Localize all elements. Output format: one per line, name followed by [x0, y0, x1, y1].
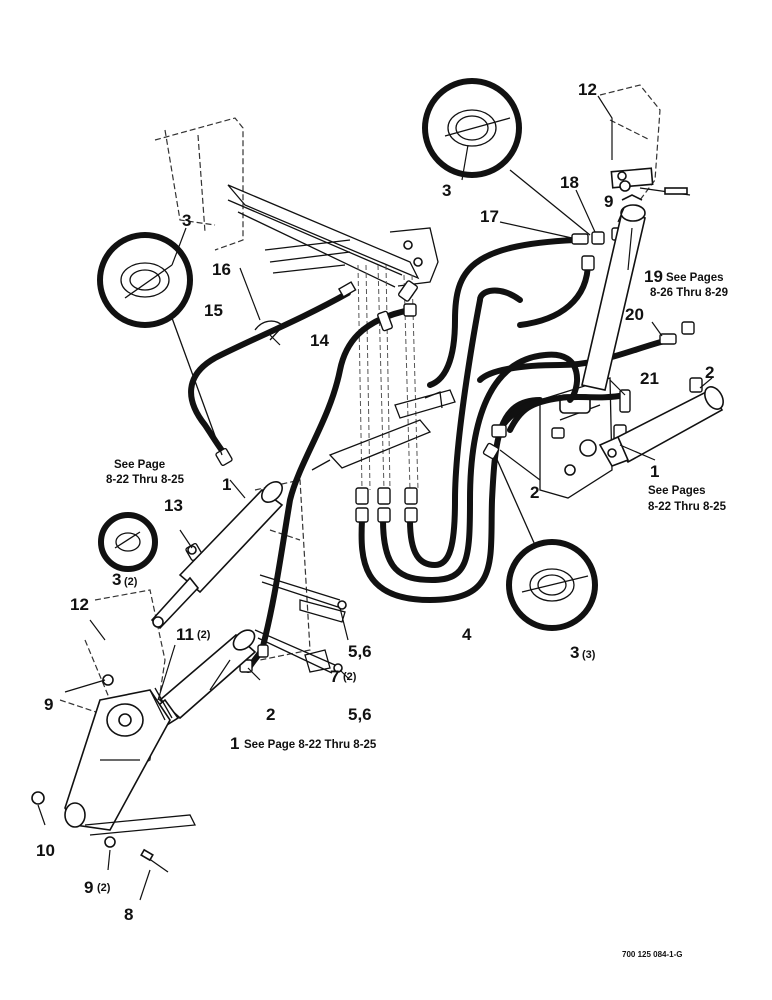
callout-8: 8 — [124, 905, 133, 924]
callout-9-top: 9 — [604, 192, 613, 211]
detail-ring-lower-right — [494, 454, 598, 631]
callout-14: 14 — [310, 331, 329, 350]
callout-1-upper-left: 1 — [222, 475, 231, 494]
hose-4-mid — [380, 351, 581, 583]
pull-rods — [311, 264, 456, 491]
note-1-lower: See Page 8-22 Thru 8-25 — [244, 739, 377, 751]
cylinder-1-right — [598, 386, 724, 467]
hydraulic-hoses — [188, 237, 671, 673]
callout-3-lower-left: 3 — [112, 570, 121, 589]
callout-12-left: 12 — [70, 595, 89, 614]
hose-15 — [188, 290, 351, 461]
lift-arm — [31, 689, 197, 873]
callout-2-center: 2 — [530, 483, 539, 502]
callout-12-top: 12 — [578, 80, 597, 99]
note-19-line1: See Pages — [666, 272, 724, 284]
callout-11-qty: (2) — [197, 629, 211, 641]
callout-3-lower-left-qty: (2) — [124, 576, 138, 588]
callout-19: 19 — [644, 267, 663, 286]
callout-1-lower-left: 1 — [230, 734, 239, 753]
callout-4: 4 — [462, 625, 472, 644]
hose-20 — [477, 337, 671, 383]
callout-15: 15 — [204, 301, 223, 320]
figure-code: 700 125 084-1-G — [622, 950, 683, 959]
callout-11: 11 — [176, 625, 194, 644]
callout-3-upper-left: 3 — [182, 211, 191, 230]
callout-3-right-qty: (3) — [582, 649, 596, 661]
cylinder-1-upper-left — [150, 481, 284, 630]
note-19-line2: 8-26 Thru 8-29 — [650, 287, 728, 299]
leader-lines — [37, 95, 713, 901]
callout-2-left: 2 — [266, 705, 275, 724]
callout-20: 20 — [625, 305, 644, 324]
callout-2-right: 2 — [705, 363, 714, 382]
callout-3-right: 3 — [570, 643, 579, 662]
callout-9-bottom-qty: (2) — [97, 882, 111, 894]
note-1-upper-line2: 8-22 Thru 8-25 — [106, 474, 185, 486]
callout-7: 7 — [330, 667, 339, 686]
callout-labels: 12 3 18 9 17 19 See Pages 8-26 Thru 8-29… — [36, 80, 728, 959]
hose-21 — [507, 392, 628, 433]
detail-ring-upper-right — [422, 78, 591, 236]
hose-17 — [427, 237, 578, 388]
callout-7-qty: (2) — [343, 671, 357, 683]
callout-3-top: 3 — [442, 181, 451, 200]
cylinder-1-lower-left — [148, 629, 257, 730]
callout-10: 10 — [36, 841, 55, 860]
detail-ring-upper-left — [97, 232, 223, 456]
callout-21: 21 — [640, 369, 659, 388]
note-1-right-line2: 8-22 Thru 8-25 — [648, 501, 727, 513]
callout-56-upper: 5,6 — [348, 642, 372, 661]
note-1-right-line1: See Pages — [648, 485, 706, 497]
callout-1-right: 1 — [650, 462, 659, 481]
callout-17: 17 — [480, 207, 499, 226]
hose-14 — [259, 307, 413, 653]
callout-9-left: 9 — [44, 695, 53, 714]
callout-13: 13 — [164, 496, 183, 515]
pins-and-brackets — [102, 171, 627, 721]
note-1-upper-line1: See Page — [114, 459, 165, 471]
callout-9-bottom: 9 — [84, 878, 93, 897]
hose-17-branch — [517, 259, 591, 328]
hose-4-inner — [407, 287, 523, 568]
callout-18: 18 — [560, 173, 579, 192]
detail-ring-lower-left — [98, 512, 158, 572]
callout-16: 16 — [212, 260, 231, 279]
callout-56-lower: 5,6 — [348, 705, 372, 724]
